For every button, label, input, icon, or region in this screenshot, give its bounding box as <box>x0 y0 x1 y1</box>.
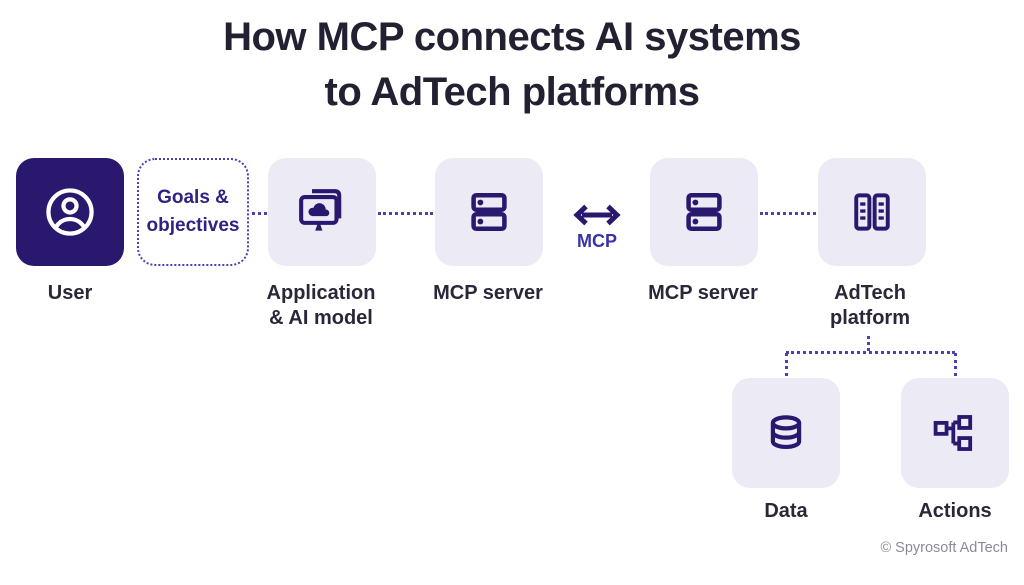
data-node <box>732 378 840 488</box>
data-node-label: Data <box>764 500 808 522</box>
adtech-node <box>818 158 926 266</box>
mcp-link-label: MCP <box>577 231 617 251</box>
server-stack-icon <box>460 183 518 241</box>
connector-application-mcpserver <box>378 212 433 215</box>
connector-adtech-branch-stem <box>867 336 870 351</box>
connector-branch-horizontal <box>786 351 955 354</box>
mcp-server-right-node <box>650 158 758 266</box>
connector-goals-application <box>252 212 267 215</box>
copyright-text: © Spyrosoft AdTech <box>880 540 1008 556</box>
user-node <box>16 158 124 266</box>
flowchart-icon <box>928 406 982 460</box>
goals-label: Goals & objectives <box>146 186 240 237</box>
connector-branch-to-actions <box>954 353 957 376</box>
application-node-label: Application & AI model <box>266 282 376 329</box>
page-title-line2: to AdTech platforms <box>324 70 700 115</box>
database-icon <box>759 406 813 460</box>
server-stack-icon <box>675 183 733 241</box>
user-node-label: User <box>47 282 93 304</box>
double-headed-arrow-icon <box>572 203 622 227</box>
mcp-server-left-node <box>435 158 543 266</box>
mcp-server-right-label: MCP server <box>648 282 758 304</box>
user-icon <box>40 182 100 242</box>
connector-branch-to-data <box>785 353 788 376</box>
connector-mcpserver-adtech <box>760 212 816 215</box>
server-towers-icon <box>844 184 900 240</box>
application-node <box>268 158 376 266</box>
goals-node: Goals & objectives <box>137 158 249 266</box>
mcp-server-left-label: MCP server <box>433 282 543 304</box>
adtech-node-label: AdTech platform <box>830 282 910 329</box>
page-title-line1: How MCP connects AI systems <box>223 15 801 59</box>
actions-node-label: Actions <box>918 500 992 522</box>
page-title: How MCP connects AI systems to AdTech pl… <box>0 10 1024 120</box>
actions-node <box>901 378 1009 488</box>
monitor-cloud-icon <box>293 183 351 241</box>
